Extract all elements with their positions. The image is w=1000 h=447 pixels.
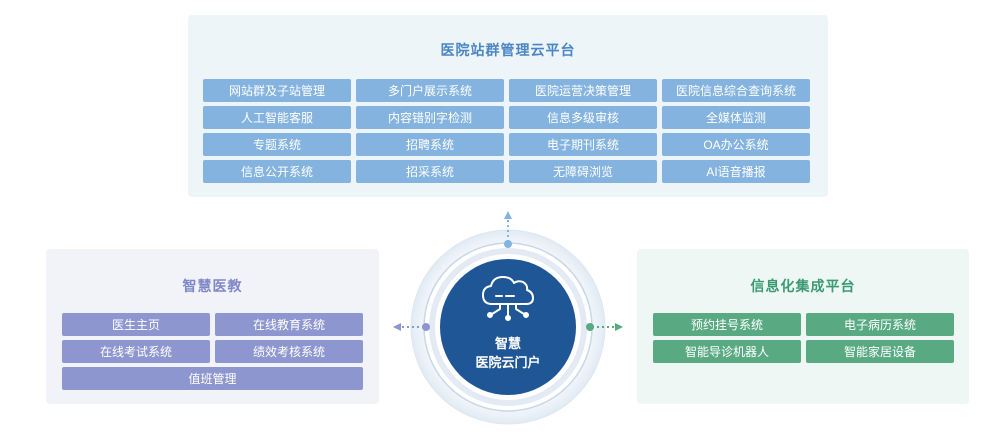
cloud-network-icon: [482, 276, 534, 321]
top-items-grid: 网站群及子站管理 多门户展示系统 医院运营决策管理 医院信息综合查询系统 人工智…: [203, 79, 810, 183]
connector-up-node: [504, 240, 512, 248]
left-education-panel: 智慧医教 医生主页 在线教育系统 在线考试系统 绩效考核系统 值班管理: [46, 249, 379, 404]
hub-core: [440, 259, 576, 395]
right-item: 电子病历系统: [806, 313, 954, 336]
right-item: 预约挂号系统: [653, 313, 801, 336]
arrow-left-icon: [393, 323, 401, 331]
connector-left-node: [422, 323, 430, 331]
right-item: 智能导诊机器人: [653, 340, 801, 363]
left-items-grid: 医生主页 在线教育系统 在线考试系统 绩效考核系统 值班管理: [62, 313, 363, 390]
left-item: 医生主页: [62, 313, 210, 336]
top-item: 信息公开系统: [203, 160, 351, 183]
top-item: 人工智能客服: [203, 106, 351, 129]
top-item: 网站群及子站管理: [203, 79, 351, 102]
hub-title-line1: 智慧: [494, 336, 521, 351]
top-item: 医院信息综合查询系统: [662, 79, 810, 102]
left-item: 绩效考核系统: [215, 340, 363, 363]
right-item: 智能家居设备: [806, 340, 954, 363]
arrow-up-icon: [504, 211, 512, 219]
hub-title-line2: 医院云门户: [475, 355, 541, 370]
top-item: 无障碍浏览: [509, 160, 657, 183]
top-item: 招采系统: [356, 160, 504, 183]
top-item: 多门户展示系统: [356, 79, 504, 102]
right-items-grid: 预约挂号系统 电子病历系统 智能导诊机器人 智能家居设备: [653, 313, 954, 363]
top-item: 全媒体监测: [662, 106, 810, 129]
top-item: 内容错别字检测: [356, 106, 504, 129]
top-item: 招聘系统: [356, 133, 504, 156]
arrow-right-icon: [615, 323, 623, 331]
left-item: 在线考试系统: [62, 340, 210, 363]
left-panel-title: 智慧医教: [182, 278, 243, 294]
top-item: AI语音播报: [662, 160, 810, 183]
right-panel-title: 信息化集成平台: [750, 278, 856, 294]
top-item: 专题系统: [203, 133, 351, 156]
top-item: 电子期刊系统: [509, 133, 657, 156]
connector-right-node: [586, 323, 594, 331]
right-integration-panel: 信息化集成平台 预约挂号系统 电子病历系统 智能导诊机器人 智能家居设备: [637, 249, 969, 404]
top-platform-panel: 医院站群管理云平台 网站群及子站管理 多门户展示系统 医院运营决策管理 医院信息…: [188, 15, 828, 197]
top-item: 医院运营决策管理: [509, 79, 657, 102]
top-item: 信息多级审核: [509, 106, 657, 129]
left-item-wide: 值班管理: [62, 367, 363, 390]
top-panel-title: 医院站群管理云平台: [440, 42, 576, 58]
left-item: 在线教育系统: [215, 313, 363, 336]
top-item: OA办公系统: [662, 133, 810, 156]
